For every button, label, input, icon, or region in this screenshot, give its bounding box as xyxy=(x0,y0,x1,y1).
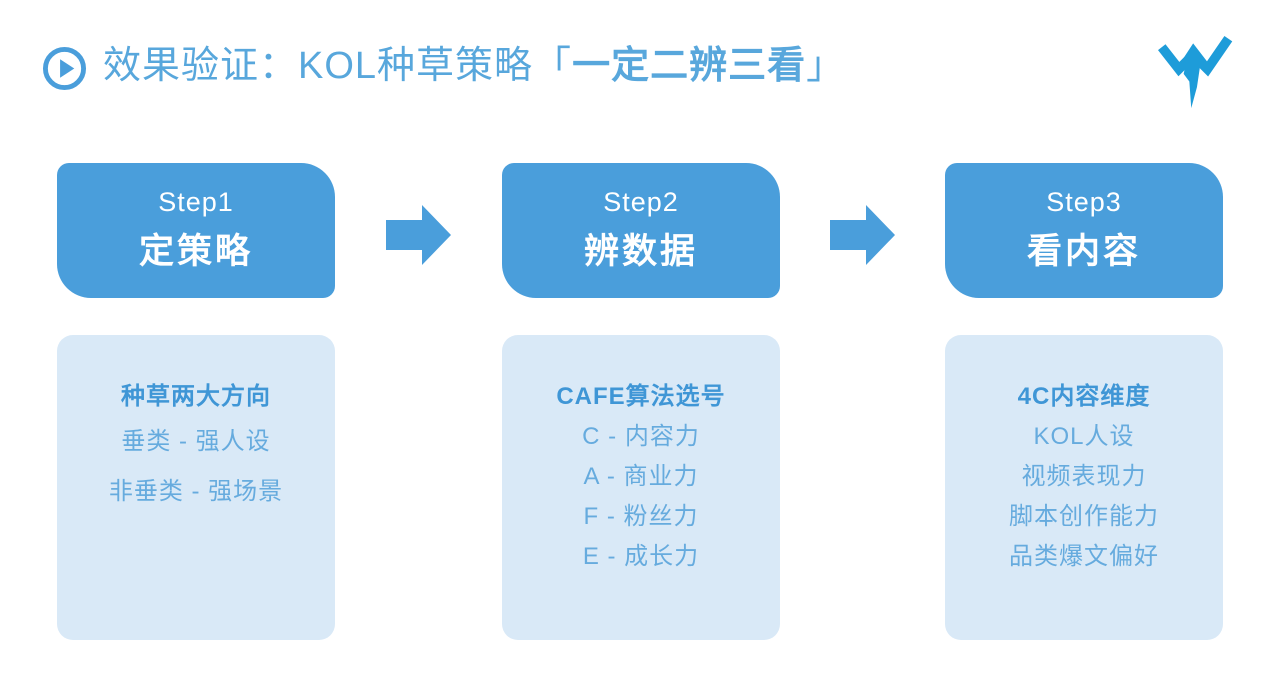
panel-item: F - 粉丝力 xyxy=(583,503,699,530)
panel-item: 脚本创作能力 xyxy=(1009,503,1159,530)
arrow-right-icon xyxy=(830,205,895,265)
step3-panel: 4C内容维度 KOL人设 视频表现力 脚本创作能力 品类爆文偏好 xyxy=(945,335,1223,640)
play-icon xyxy=(42,46,87,91)
panel-heading: 4C内容维度 xyxy=(1017,383,1151,410)
panel-item: 垂类 - 强人设 xyxy=(121,428,271,455)
panel-items: KOL人设 视频表现力 脚本创作能力 品类爆文偏好 xyxy=(945,417,1223,577)
step-label: Step1 xyxy=(158,187,234,217)
title-bracket-open: 「 xyxy=(533,45,573,87)
title-text: 效果验证：KOL种草策略 xyxy=(103,45,534,87)
panel-heading: CAFE算法选号 xyxy=(556,383,726,410)
title-bracket-close: 」 xyxy=(806,45,846,87)
panel-item: KOL人设 xyxy=(1033,423,1135,450)
step1-panel: 种草两大方向 垂类 - 强人设 非垂类 - 强场景 xyxy=(57,335,335,640)
step-column-1: Step1 定策略 种草两大方向 垂类 - 强人设 非垂类 - 强场景 xyxy=(57,0,335,699)
title-emphasis: 一定二辨三看 xyxy=(572,45,807,87)
step3-header: Step3 看内容 xyxy=(945,163,1223,298)
step-column-2: Step2 辨数据 CAFE算法选号 C - 内容力 A - 商业力 F - 粉… xyxy=(502,0,780,699)
step-title: 看内容 xyxy=(1026,232,1141,271)
step2-panel: CAFE算法选号 C - 内容力 A - 商业力 F - 粉丝力 E - 成长力 xyxy=(502,335,780,640)
page-title: 效果验证：KOL种草策略「一定二辨三看」 xyxy=(103,43,845,89)
panel-item: E - 成长力 xyxy=(582,543,700,570)
panel-item: A - 商业力 xyxy=(583,463,699,490)
panel-heading: 种草两大方向 xyxy=(121,383,271,410)
panel-items: 垂类 - 强人设 非垂类 - 强场景 xyxy=(57,417,335,517)
step-column-3: Step3 看内容 4C内容维度 KOL人设 视频表现力 脚本创作能力 品类爆文… xyxy=(945,0,1223,699)
step-title: 辨数据 xyxy=(583,232,698,271)
step-label: Step2 xyxy=(603,187,679,217)
step-label: Step3 xyxy=(1046,187,1122,217)
brand-logo-icon xyxy=(1158,35,1233,109)
panel-items: C - 内容力 A - 商业力 F - 粉丝力 E - 成长力 xyxy=(502,417,780,577)
step1-header: Step1 定策略 xyxy=(57,163,335,298)
panel-item: 视频表现力 xyxy=(1021,463,1147,490)
panel-item: 非垂类 - 强场景 xyxy=(108,478,284,505)
step2-header: Step2 辨数据 xyxy=(502,163,780,298)
arrow-right-icon xyxy=(386,205,451,265)
step-title: 定策略 xyxy=(138,232,253,271)
panel-item: C - 内容力 xyxy=(582,423,700,450)
panel-item: 品类爆文偏好 xyxy=(1009,543,1159,570)
